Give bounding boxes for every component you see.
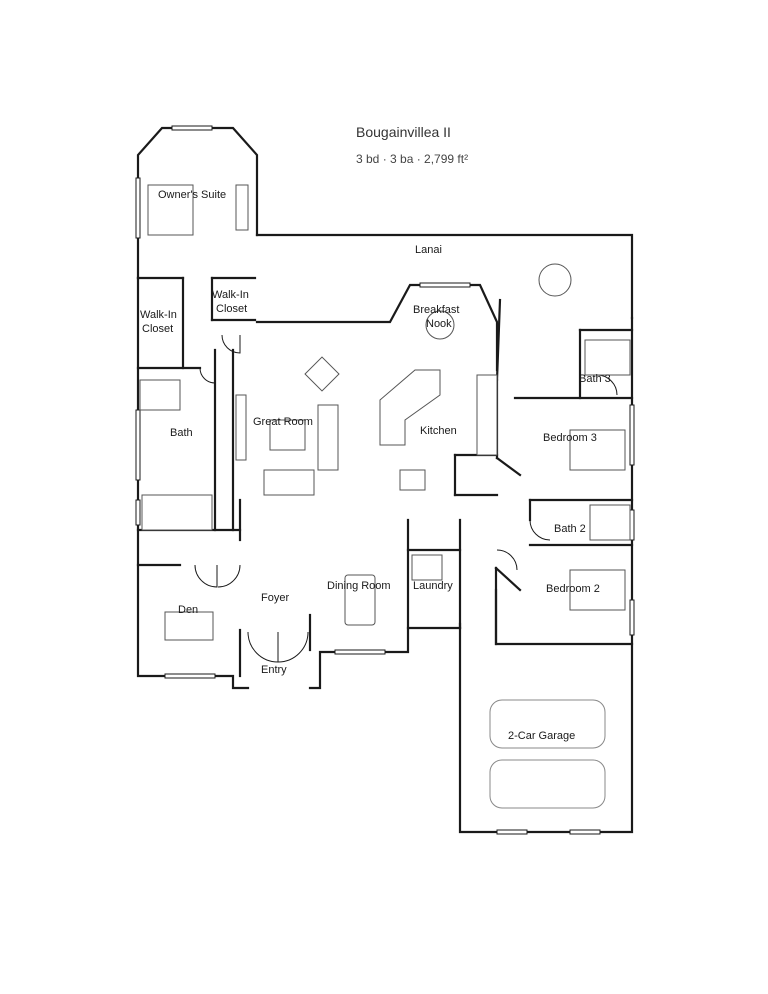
room-owners-suite: Owner's Suite <box>158 189 226 201</box>
room-bath: Bath <box>170 427 193 439</box>
exterior-walls <box>136 126 634 834</box>
room-bedroom-2: Bedroom 2 <box>546 583 600 595</box>
room-garage: 2-Car Garage <box>508 730 575 742</box>
room-lanai: Lanai <box>415 244 442 256</box>
plan-subtitle: 3 bd · 3 ba · 2,799 ft² <box>356 152 468 166</box>
interior-walls <box>136 276 634 678</box>
room-laundry: Laundry <box>413 580 453 592</box>
room-great-room: Great Room <box>253 416 313 428</box>
doors <box>194 334 618 663</box>
room-bath-2: Bath 2 <box>554 523 586 535</box>
room-bath-3: Bath 3 <box>579 373 611 385</box>
windows <box>135 125 635 835</box>
furniture <box>139 184 631 809</box>
room-foyer: Foyer <box>261 592 289 604</box>
room-bedroom-3: Bedroom 3 <box>543 432 597 444</box>
room-dining-room: Dining Room <box>327 580 391 592</box>
room-entry: Entry <box>261 664 287 676</box>
room-kitchen: Kitchen <box>420 425 457 437</box>
plan-title: Bougainvillea II <box>356 124 451 140</box>
room-den: Den <box>178 604 198 616</box>
